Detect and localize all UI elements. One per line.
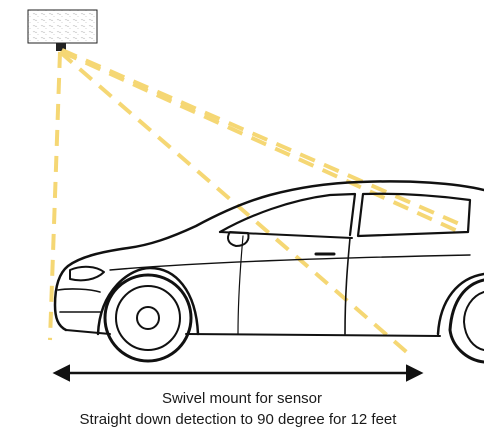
caption-line-1: Swivel mount for sensor <box>161 390 323 407</box>
ceiling-sensor-icon <box>27 9 98 51</box>
beam-diagonal <box>58 50 412 357</box>
beam-near-horizontal-lower <box>61 50 465 236</box>
sensor-body <box>27 9 98 44</box>
sensor-lens <box>56 43 66 51</box>
beam-straight-down <box>48 51 62 341</box>
beam-near-horizontal-upper <box>61 48 465 228</box>
car-side-outline-icon <box>53 180 484 364</box>
detection-beams <box>48 48 465 357</box>
caption-line-2: Straight down detection to 90 degree for… <box>79 411 397 428</box>
